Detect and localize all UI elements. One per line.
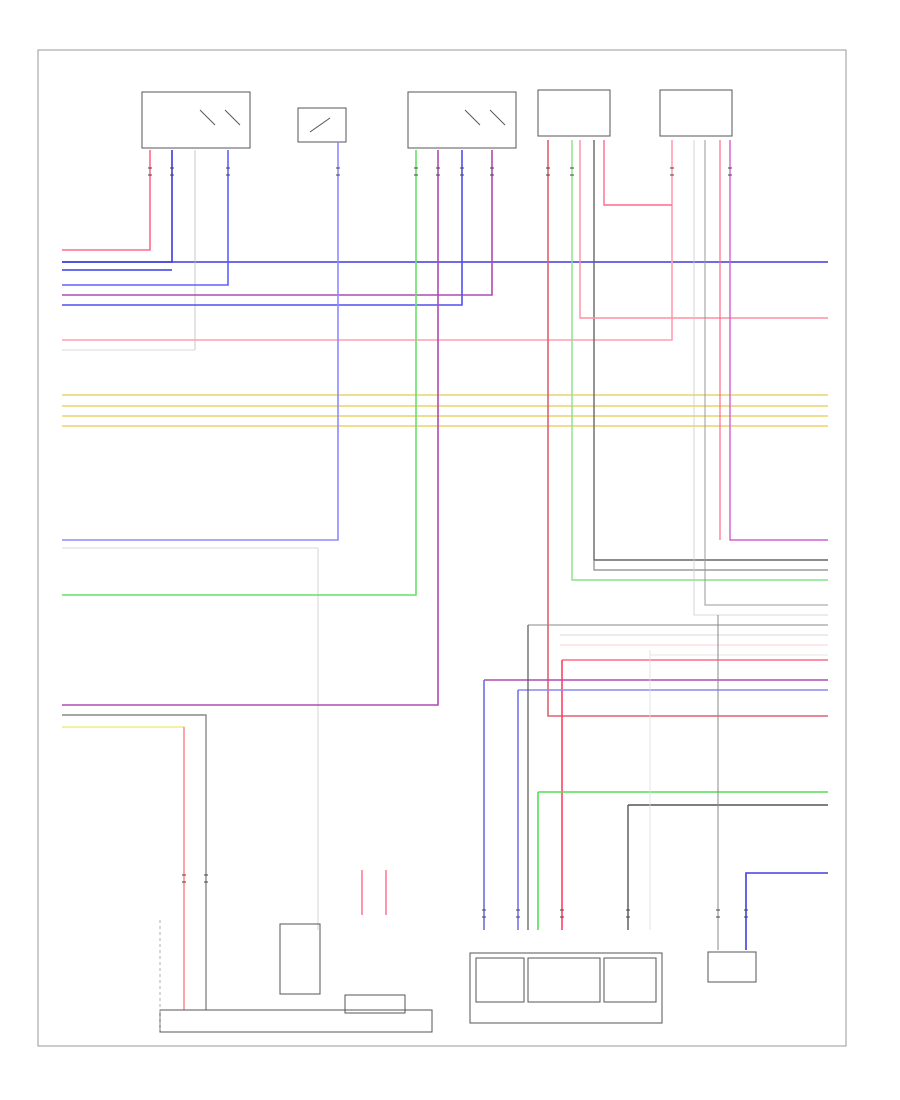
wire-gray-comp4 — [593, 140, 828, 561]
component-3 — [407, 91, 517, 149]
wire-gray-comp4b — [593, 560, 828, 571]
wire-green-comp3 — [62, 150, 417, 596]
wire-red-top-left — [62, 150, 151, 251]
component-4 — [537, 89, 611, 137]
wire-red-comp4 — [547, 140, 828, 717]
module-bottom-center — [469, 952, 663, 1024]
wire-pink-long — [62, 140, 673, 341]
wire-gray-comp5-b — [693, 140, 828, 616]
wire-blue-bus — [62, 150, 828, 271]
module-far-right — [707, 951, 757, 983]
wire-blue-comp3 — [62, 150, 463, 306]
module-bottom-left — [159, 920, 433, 1033]
connector-ticks — [148, 167, 748, 918]
wire-gray-comp5-a — [704, 140, 828, 606]
wire-blue-comp1 — [62, 150, 229, 286]
wire-purple-comp5 — [729, 140, 828, 541]
center-connector — [361, 870, 387, 915]
component-2 — [297, 107, 347, 143]
component-5 — [659, 89, 733, 137]
wire-purple-bus — [62, 150, 493, 296]
wire-red-right-318 — [579, 140, 828, 319]
wire-blue-far-right — [745, 872, 828, 950]
wire-yellow-bus — [62, 394, 828, 427]
wire-purple-comp3 — [62, 150, 439, 706]
component-1 — [141, 91, 251, 149]
wire-yellow-left-727 — [62, 726, 185, 1010]
wire-red-comp4-top — [603, 140, 672, 206]
wire-green-comp4 — [571, 140, 828, 581]
diagram-border — [37, 49, 847, 1047]
wire-comp2-lightblue — [62, 142, 339, 541]
wire-gray-left-715 — [62, 714, 207, 1010]
